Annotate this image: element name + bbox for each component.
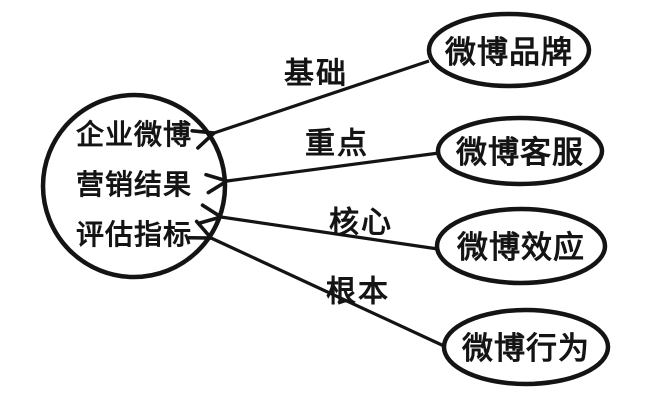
edge-label-key-point: 重点 <box>305 128 369 161</box>
node-weibo-behavior-shape <box>441 307 611 387</box>
node-weibo-customer-service-shape <box>435 115 605 187</box>
edge-foundation: 基础 <box>214 58 430 134</box>
node-weibo-brand-shape <box>426 11 592 89</box>
central-node-label-line-2: 营销结果 <box>76 169 192 201</box>
central-node: 企业微博 营销结果 评估指标 <box>40 92 228 280</box>
central-node-label-line-3: 评估指标 <box>76 219 192 251</box>
arrow-line-fundamental <box>211 238 445 348</box>
edge-label-fundamental: 根本 <box>326 276 390 309</box>
arrow-line-foundation <box>214 59 430 133</box>
node-weibo-effect-label: 微博效应 <box>456 230 585 265</box>
edge-label-foundation: 基础 <box>284 58 348 91</box>
edge-core: 核心 <box>221 207 439 251</box>
edge-fundamental: 根本 <box>211 238 445 348</box>
arrow-line-core <box>221 217 439 251</box>
node-weibo-behavior: 微博行为 <box>441 307 611 387</box>
arrow-line-key-point <box>227 151 440 181</box>
node-weibo-brand-label: 微博品牌 <box>444 35 573 70</box>
node-weibo-behavior-label: 微博行为 <box>461 331 590 366</box>
node-weibo-customer-service-label: 微博客服 <box>455 135 584 170</box>
central-node-label-line-1: 企业微博 <box>76 118 192 151</box>
node-weibo-customer-service: 微博客服 <box>435 115 605 187</box>
edge-label-core: 核心 <box>329 207 393 240</box>
node-weibo-brand: 微博品牌 <box>426 11 592 89</box>
node-weibo-effect: 微博效应 <box>434 206 608 286</box>
node-weibo-effect-shape <box>434 206 608 286</box>
edge-key-point: 重点 <box>227 128 440 182</box>
